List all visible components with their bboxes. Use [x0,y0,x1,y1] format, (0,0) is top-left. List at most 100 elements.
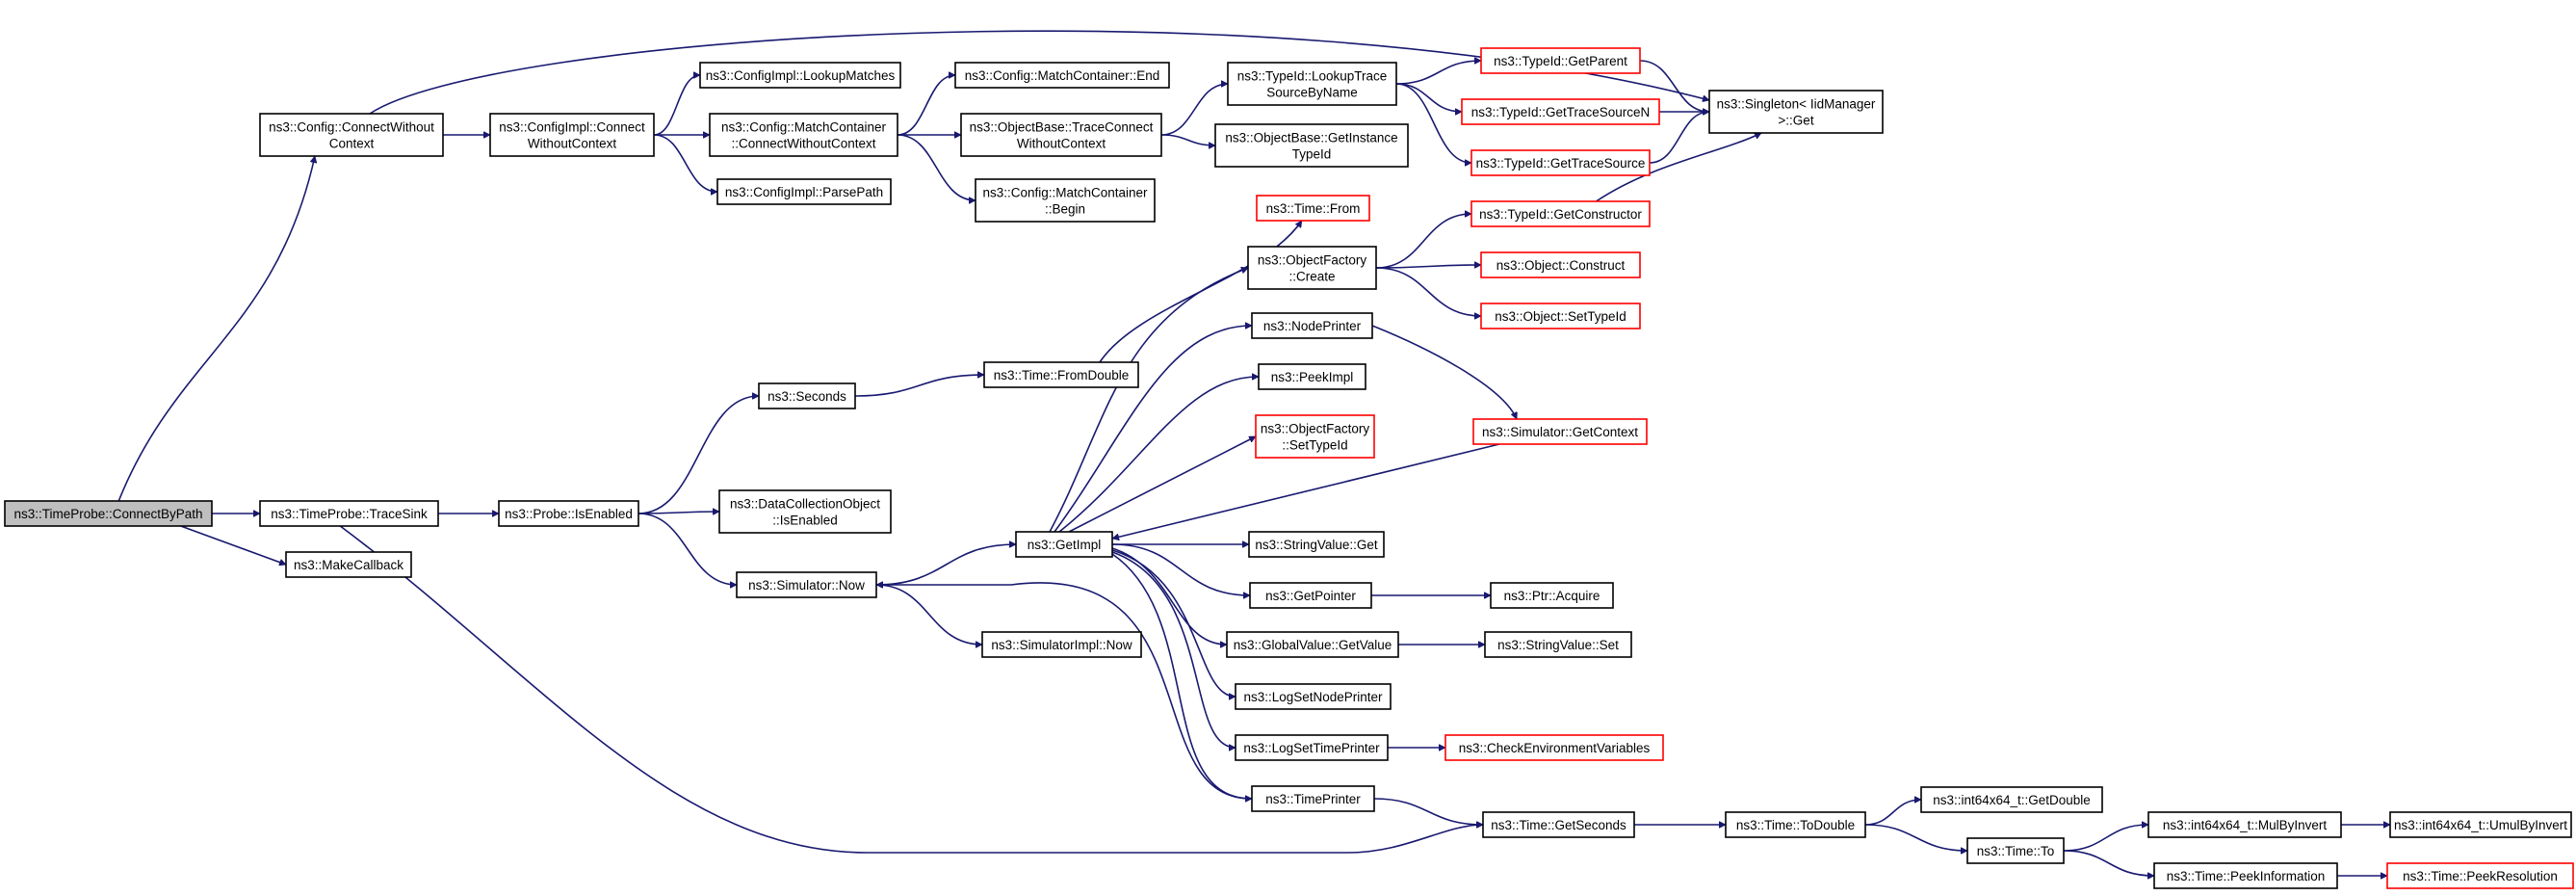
node-int64-mulbyinvert[interactable]: ns3::int64x64_t::MulByInvert [2147,811,2342,838]
node-label: ns3::ConfigImpl::LookupMatches [706,68,896,83]
edge-objbase_traceconnect-to-objbase_getinstance [1160,134,1215,145]
node-box [1920,786,2103,813]
node-nodeprinter[interactable]: ns3::NodePrinter [1251,312,1373,339]
edge-time_todouble-to-int64_getdouble [1864,800,1921,826]
node-label: ns3::ObjectBase::TraceConnect [970,120,1154,135]
node-typeid-gettracesource[interactable]: ns3::TypeId::GetTraceSource [1470,149,1651,176]
node-label: ns3::Config::MatchContainer::End [965,68,1160,83]
node-getpointer[interactable]: ns3::GetPointer [1249,582,1372,609]
node-label: ns3::CheckEnvironmentVariables [1459,741,1651,755]
node-box [2386,862,2574,889]
node-cfgimpl-parse[interactable]: ns3::ConfigImpl::ParsePath [716,178,892,205]
node-simimpl-now[interactable]: ns3::SimulatorImpl::Now [981,631,1142,658]
edge-sim_getcontext-to-getimpl [1112,443,1500,539]
node-label: ns3::Simulator::GetContext [1482,425,1638,439]
node-dco-isenabled[interactable]: ns3::DataCollectionObject::IsEnabled [718,489,892,534]
node-label: ns3::Config::MatchContainer [721,120,887,135]
node-time-todouble[interactable]: ns3::Time::ToDouble [1725,811,1866,838]
node-peekimpl[interactable]: ns3::PeekImpl [1258,363,1366,390]
node-sim-now[interactable]: ns3::Simulator::Now [736,571,877,598]
node-tp-tracesink[interactable]: ns3::TimeProbe::TraceSink [259,500,439,527]
node-time-getseconds[interactable]: ns3::Time::GetSeconds [1482,811,1635,838]
node-cfg-connect-wo[interactable]: ns3::Config::ConnectWithoutContext [259,113,444,157]
edge-objbase_traceconnect-to-typeid_lookuptrace [1160,84,1228,136]
node-label: ns3::int64x64_t::MulByInvert [2163,818,2328,832]
node-object-settypeid[interactable]: ns3::Object::SetTypeId [1480,303,1641,329]
node-object-construct[interactable]: ns3::Object::Construct [1480,251,1641,278]
node-label: ns3::TypeId::LookupTrace [1237,69,1388,84]
node-matchcont-end[interactable]: ns3::Config::MatchContainer::End [954,62,1170,89]
node-seconds[interactable]: ns3::Seconds [758,382,856,409]
node-label: ns3::Ptr::Acquire [1504,589,1600,603]
node-globalvalue-getvalue[interactable]: ns3::GlobalValue::GetValue [1226,631,1399,658]
node-probe-isenabled[interactable]: ns3::Probe::IsEnabled [498,500,639,527]
node-label: ::Begin [1045,202,1085,217]
node-cfgimpl-lookup[interactable]: ns3::ConfigImpl::LookupMatches [699,62,901,89]
node-label: ns3::ConfigImpl::ParsePath [725,185,883,199]
node-logsettimeprinter[interactable]: ns3::LogSetTimePrinter [1235,734,1389,761]
node-time-peekinfo[interactable]: ns3::Time::PeekInformation [2153,862,2338,889]
node-box [1247,246,1377,290]
node-matchcont-begin[interactable]: ns3::Config::MatchContainer::Begin [975,178,1156,223]
node-label: ns3::Time::PeekResolution [2403,869,2558,883]
node-checkenv[interactable]: ns3::CheckEnvironmentVariables [1444,734,1664,761]
node-box [4,500,213,527]
node-label: ns3::Time::From [1266,201,1361,216]
node-label: ns3::TimeProbe::ConnectByPath [13,507,202,521]
node-makecallback[interactable]: ns3::MakeCallback [285,551,412,578]
node-typeid-getconstructor[interactable]: ns3::TypeId::GetConstructor [1470,200,1651,227]
node-int64-umulbyinvert[interactable]: ns3::int64x64_t::UmulByInvert [2389,811,2572,838]
edge-objfactory_create-to-object_settypeid [1375,267,1481,316]
node-box [954,62,1170,89]
node-label: ns3::SimulatorImpl::Now [991,638,1132,652]
call-nodes: ns3::TimeProbe::ConnectByPath ns3::Config… [4,47,2574,889]
node-time-to[interactable]: ns3::Time::To [1966,837,2065,864]
node-objbase-traceconnect[interactable]: ns3::ObjectBase::TraceConnectWithoutCont… [960,113,1162,157]
node-label: >::Get [1778,114,1813,128]
node-label: ns3::TypeId::GetTraceSource [1476,156,1646,171]
node-label: ns3::TimeProbe::TraceSink [271,507,428,521]
node-getimpl[interactable]: ns3::GetImpl [1015,531,1113,558]
node-label: ns3::Time::FromDouble [994,368,1130,382]
node-ptr-acquire[interactable]: ns3::Ptr::Acquire [1490,582,1614,609]
node-box [1480,47,1641,74]
node-box [1482,811,1635,838]
edge-timeprinter-to-sim_now [876,583,1253,800]
node-objfactory-settypeid[interactable]: ns3::ObjectFactory::SetTypeId [1255,414,1375,459]
edge-typeid_gettracesource-to-singleton_get [1649,112,1710,164]
node-box [1470,200,1651,227]
node-label: ns3::Config::ConnectWithout [269,120,434,135]
node-sim-getcontext[interactable]: ns3::Simulator::GetContext [1472,418,1648,445]
edge-typeid_lookuptrace-to-typeid_gettracesource [1395,83,1472,163]
node-time-peekres[interactable]: ns3::Time::PeekResolution [2386,862,2574,889]
node-box [1461,98,1660,125]
node-timeprinter[interactable]: ns3::TimePrinter [1251,785,1375,812]
node-stringvalue-get[interactable]: ns3::StringValue::Get [1248,531,1385,558]
node-typeid-getparent[interactable]: ns3::TypeId::GetParent [1480,47,1641,74]
node-box [489,113,655,157]
node-box [259,113,444,157]
node-box [1256,195,1370,222]
node-label: TypeId [1292,147,1332,162]
node-int64-getdouble[interactable]: ns3::int64x64_t::GetDouble [1920,786,2103,813]
node-time-fromdouble[interactable]: ns3::Time::FromDouble [983,361,1139,388]
node-label: ns3::TypeId::GetParent [1494,54,1627,68]
node-logsetnodeprinter[interactable]: ns3::LogSetNodePrinter [1235,683,1392,710]
node-typeid-gettracesourcen[interactable]: ns3::TypeId::GetTraceSourceN [1461,98,1660,125]
node-time-from[interactable]: ns3::Time::From [1256,195,1370,222]
node-label: WithoutContext [1017,137,1106,151]
node-label: ::Create [1288,270,1335,284]
node-label: ::SetTypeId [1282,438,1347,453]
node-connectbypath[interactable]: ns3::TimeProbe::ConnectByPath [4,500,213,527]
node-label: ns3::StringValue::Set [1497,638,1619,652]
node-label: SourceByName [1266,86,1358,100]
node-objfactory-create[interactable]: ns3::ObjectFactory::Create [1247,246,1377,290]
node-singleton-get[interactable]: ns3::Singleton< IidManager>::Get [1708,90,1884,134]
node-cfgimpl-connect[interactable]: ns3::ConfigImpl::ConnectWithoutContext [489,113,655,157]
node-stringvalue-set[interactable]: ns3::StringValue::Set [1484,631,1632,658]
node-label: ns3::Time::To [1977,844,2055,858]
node-matchcont-connect[interactable]: ns3::Config::MatchContainer::ConnectWith… [709,113,898,157]
edge-probe_isenabled-to-sim_now [637,513,737,585]
